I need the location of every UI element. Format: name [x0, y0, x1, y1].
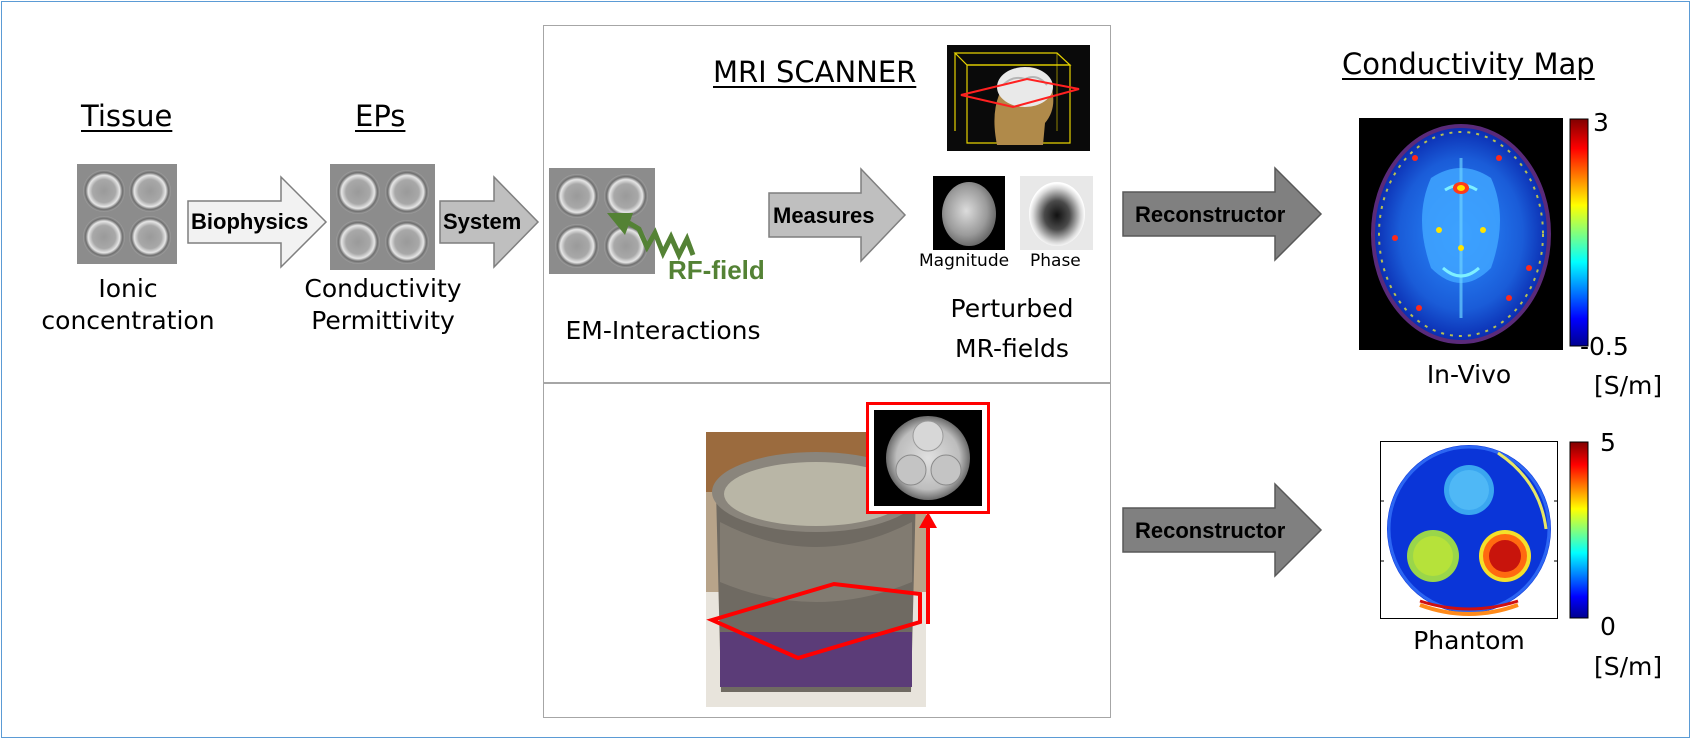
system-label: System — [443, 209, 522, 234]
reconstructor-label-bottom: Reconstructor — [1135, 518, 1286, 543]
eps-caption: Conductivity Permittivity — [283, 273, 483, 337]
biophysics-arrow — [187, 175, 328, 269]
phantom-photo — [706, 432, 926, 707]
conductivity-map-title: Conductivity Map — [1342, 47, 1595, 81]
phantom-colorbar-max: 5 — [1600, 428, 1616, 457]
phantom-conductivity-map — [1380, 441, 1558, 619]
measures-label: Measures — [773, 203, 875, 228]
mri-head-cube-image — [947, 45, 1090, 151]
tissue-caption-line2: concentration — [41, 306, 215, 335]
phase-image — [1020, 176, 1093, 250]
magnitude-image — [933, 176, 1005, 250]
phase-label: Phase — [1030, 251, 1081, 271]
tissue-caption: Ionic concentration — [28, 273, 228, 337]
eps-caption-line1: Conductivity — [304, 274, 462, 303]
slice-pointer-arrow — [919, 512, 937, 624]
reconstructor-label-top: Reconstructor — [1135, 202, 1286, 227]
invivo-colorbar — [1569, 118, 1589, 347]
invivo-conductivity-map — [1359, 118, 1563, 350]
measures-arrow — [768, 167, 907, 263]
invivo-unit: [S/m] — [1594, 371, 1663, 400]
invivo-caption: In-Vivo — [1426, 360, 1512, 389]
em-interactions-caption: EM-Interactions — [565, 316, 761, 345]
tissue-cells-image — [77, 164, 177, 264]
tissue-title: Tissue — [81, 99, 173, 133]
system-arrow — [439, 175, 540, 269]
phantom-colorbar-min: 0 — [1600, 612, 1616, 641]
rf-wave-arrow — [607, 213, 696, 261]
mri-scanner-title: MRI SCANNER — [713, 55, 917, 89]
em-interaction-cells-image — [549, 168, 655, 274]
perturbed-caption-line2: MR-fields — [955, 334, 1069, 363]
invivo-colorbar-min: -0.5 — [1580, 332, 1629, 361]
magnitude-label: Magnitude — [919, 251, 1010, 271]
invivo-colorbar-max: 3 — [1593, 108, 1609, 137]
tissue-caption-line1: Ionic — [98, 274, 158, 303]
biophysics-label: Biophysics — [191, 209, 309, 234]
reconstructor-arrow-bottom — [1122, 482, 1323, 578]
eps-title: EPs — [355, 99, 406, 133]
reconstructor-arrow-top — [1122, 166, 1323, 262]
rf-field-label: RF-field — [668, 255, 765, 285]
perturbed-caption: Perturbed MR-fields — [912, 289, 1112, 369]
perturbed-caption-line1: Perturbed — [950, 294, 1074, 323]
phantom-caption: Phantom — [1413, 626, 1525, 655]
phantom-unit: [S/m] — [1594, 652, 1663, 681]
eps-caption-line2: Permittivity — [311, 306, 455, 335]
phantom-colorbar — [1569, 441, 1589, 619]
phantom-magnitude-inset — [866, 402, 990, 514]
eps-cells-image — [330, 164, 435, 270]
